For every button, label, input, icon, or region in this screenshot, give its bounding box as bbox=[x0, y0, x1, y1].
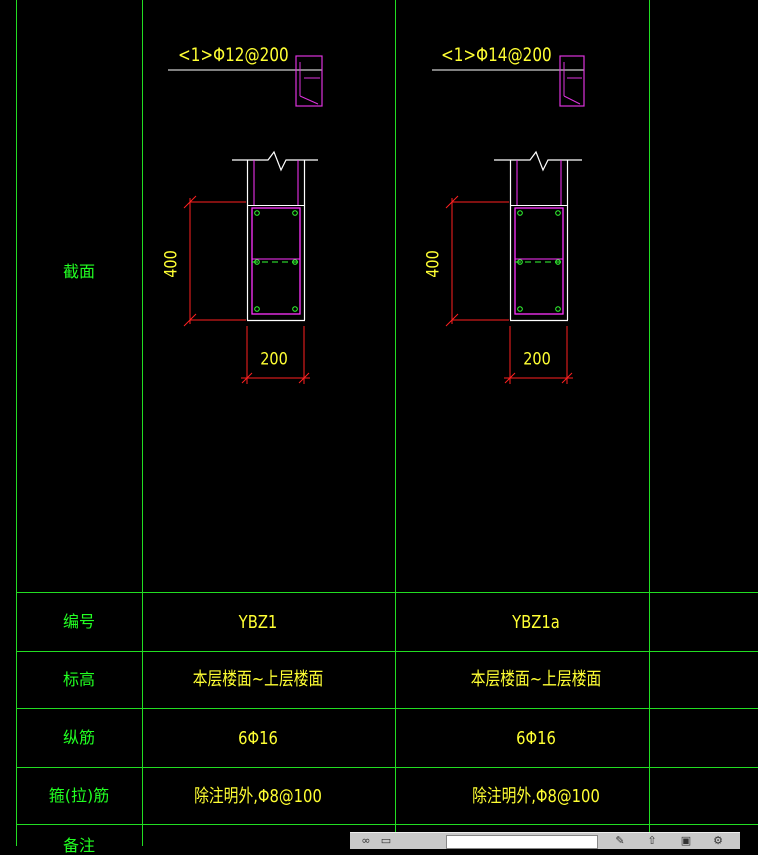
cell-stirrup-ybz1: 除注明外,Φ8@100 bbox=[194, 786, 322, 807]
cell-longitudinal-ybz1a: 6Φ16 bbox=[516, 728, 556, 749]
hook-detail bbox=[563, 62, 582, 105]
row-label-stirrup: 箍(拉)筋 bbox=[48, 786, 110, 805]
cell-elevation-ybz1a: 本层楼面~上层楼面 bbox=[470, 669, 602, 690]
rebar-group bbox=[254, 210, 298, 312]
stirrup-note-ybz1a: <1>Φ14@200 bbox=[441, 44, 552, 66]
section-drawing-ybz1[interactable] bbox=[168, 55, 323, 384]
toolbar-field[interactable] bbox=[446, 835, 598, 849]
row-label-section: 截面 bbox=[62, 262, 96, 281]
row-label-remark: 备注 bbox=[62, 836, 96, 855]
row-label-longitudinal: 纵筋 bbox=[62, 728, 96, 747]
cell-elevation-ybz1: 本层楼面~上层楼面 bbox=[192, 669, 324, 690]
row-label-number: 编号 bbox=[62, 612, 96, 631]
cell-longitudinal-ybz1: 6Φ16 bbox=[238, 728, 278, 749]
height-dimension-ybz1a: 400 bbox=[423, 250, 444, 278]
table-grid bbox=[16, 0, 758, 846]
settings-icon[interactable]: ⚙ bbox=[713, 834, 723, 847]
bottom-toolbar[interactable]: ∞ ▭ ✎ ⇧ ▣ ⚙ bbox=[350, 832, 740, 849]
hook-detail bbox=[559, 55, 585, 107]
views-icon[interactable]: ∞ bbox=[361, 834, 371, 847]
dimension-lines bbox=[183, 195, 310, 384]
break-line bbox=[232, 150, 318, 172]
stirrup bbox=[514, 207, 564, 315]
dimension-lines bbox=[445, 195, 573, 384]
width-dimension-ybz1a: 200 bbox=[523, 349, 551, 370]
cell-stirrup-ybz1a: 除注明外,Φ8@100 bbox=[472, 786, 600, 807]
layer-icon[interactable]: ▭ bbox=[380, 834, 392, 847]
pen-icon[interactable]: ✎ bbox=[615, 834, 625, 847]
stirrup-note-ybz1: <1>Φ12@200 bbox=[178, 44, 289, 66]
cell-number-ybz1: YBZ1 bbox=[238, 612, 278, 633]
section-drawing-ybz1a[interactable] bbox=[432, 55, 585, 384]
row-label-elevation: 标高 bbox=[62, 670, 96, 689]
rebar-group bbox=[517, 210, 561, 312]
export-icon[interactable]: ⇧ bbox=[647, 834, 657, 847]
height-dimension-ybz1: 400 bbox=[161, 250, 182, 278]
width-dimension-ybz1: 200 bbox=[260, 349, 288, 370]
cell-number-ybz1a: YBZ1a bbox=[512, 612, 560, 633]
hook-detail bbox=[299, 62, 320, 105]
print-icon[interactable]: ▣ bbox=[680, 834, 692, 847]
stirrup bbox=[251, 207, 301, 315]
break-line bbox=[494, 150, 582, 172]
hook-detail bbox=[295, 55, 323, 107]
